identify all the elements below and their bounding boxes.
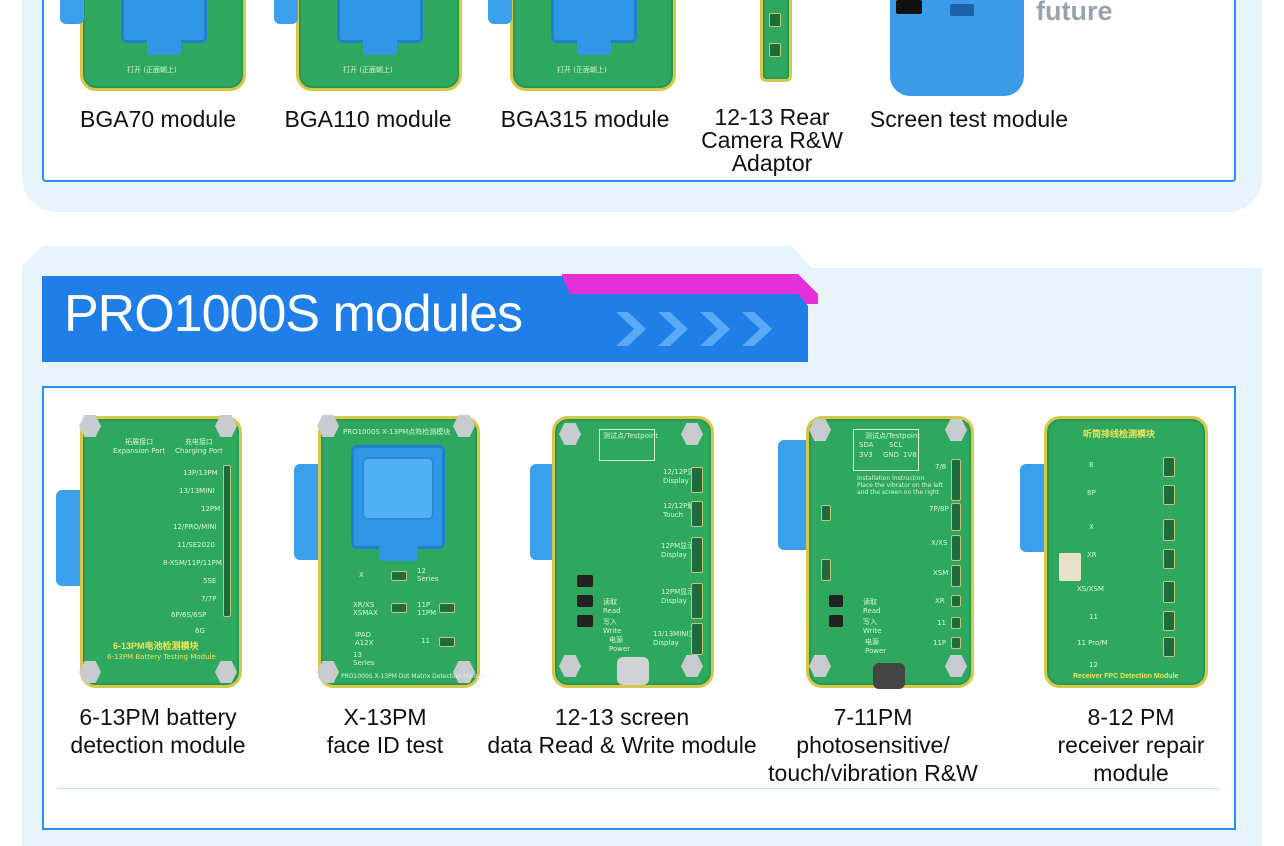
- module-caption: BGA110 module: [284, 106, 452, 132]
- board-label: 11 Pro/M: [1077, 639, 1108, 647]
- board-label: 12/PRO/MINI: [173, 523, 217, 531]
- board-label: SDA: [859, 441, 874, 449]
- module-caption: 8-12 PM receiver repair module: [1057, 704, 1205, 786]
- module-caption: 7-11PM photosensitive/ touch/vibration R…: [768, 704, 978, 786]
- board-label: 充电接口 Charging Port: [175, 438, 223, 455]
- board-label: GND: [883, 451, 900, 459]
- board-label: 3V3: [859, 451, 873, 459]
- board-label: 写入 Write: [863, 618, 882, 635]
- face-id-board: PRO1000S X-13PM点阵检测模块 X 12 Series XR/XS …: [317, 415, 485, 688]
- board-label: 7/8: [935, 463, 947, 471]
- board-label: 13P/13PM: [183, 469, 218, 477]
- board-title: 6-13PM电池检测模块: [113, 641, 199, 651]
- board-label: 12PM显示 Display: [661, 588, 695, 605]
- receiver-fpc-board: 听筒排线检测模块 8 8P X XR XS/XSM 11 11 Pro/M 12…: [1044, 416, 1208, 688]
- board-label: 12PM: [201, 505, 221, 513]
- board-label: 5SE: [203, 577, 217, 585]
- socket: [551, 0, 637, 55]
- module-caption: BGA70 module: [80, 106, 236, 132]
- board-label: 7/7P: [201, 595, 217, 603]
- usb-c-port: [617, 657, 649, 685]
- board-label: 11: [421, 637, 430, 645]
- socket: [351, 445, 445, 561]
- battery-detection-board: 拓展接口 Expansion Port 充电接口 Charging Port 1…: [79, 415, 242, 688]
- board-label: 8-XSM/11P/11PM: [163, 559, 222, 567]
- module-caption: X-13PM face ID test: [326, 704, 444, 758]
- board-label: Installation Instruction Place the vibra…: [857, 475, 944, 496]
- screen-data-rw-board: 测试点/Testpoint 12/12P显示 Display 12/12P触摸 …: [552, 416, 714, 688]
- board-label: 电源 Power: [609, 636, 631, 653]
- board-label: X: [359, 571, 364, 579]
- board-label: 13/13MINI显示 Display: [653, 630, 703, 647]
- board-label: 11/SE2020: [177, 541, 215, 549]
- board-label: X/XS: [931, 539, 948, 547]
- board-label: 拓展接口 Expansion Port: [113, 438, 166, 455]
- socket: [121, 0, 207, 55]
- board-label: 写入 Write: [603, 618, 622, 635]
- board-label: 13 Series: [353, 651, 375, 667]
- socket: [337, 0, 423, 55]
- module-caption: 6-13PM battery detection module: [70, 704, 246, 758]
- board-label: XR/XS XSMAX: [353, 601, 378, 617]
- board-label: IPAD A12X: [355, 631, 374, 647]
- board-label: 11: [937, 619, 946, 627]
- board-label: 8: [1089, 461, 1094, 469]
- board-label: XS/XSM: [1077, 585, 1104, 593]
- board-footer: PRO1000S X-13PM Dot Matrix Detection Mod…: [341, 673, 486, 680]
- board-label: 11P: [933, 639, 947, 647]
- board-label: 13/13MINI: [179, 487, 215, 495]
- future-text: future: [1036, 0, 1113, 26]
- section-header-banner: PRO1000S modules: [42, 274, 818, 362]
- screen-test-module-image: [890, 0, 1024, 96]
- board-label: XSM: [933, 569, 949, 577]
- board-label: 读取 Read: [603, 598, 621, 615]
- board-label: 11: [1089, 613, 1098, 621]
- module-caption: 12-13 screen data Read & Write module: [487, 704, 757, 758]
- board-label: 7P/8P: [929, 505, 949, 513]
- photosensitive-board: 测试点/Testpoint SDA SCL 3V3 GND 1V8 Instal…: [806, 416, 974, 689]
- board-label: 1V8: [903, 451, 917, 459]
- board-label: 12PM显示 Display: [661, 542, 695, 559]
- board-label: 电源 Power: [865, 638, 887, 655]
- board-label: 11P 11PM: [417, 601, 437, 617]
- board-label: 读取 Read: [863, 598, 881, 615]
- board-footer: Receiver FPC Detection Module: [1073, 673, 1179, 680]
- board-label: 测试点/Testpoint: [603, 432, 658, 440]
- board-label: SCL: [889, 441, 903, 449]
- board-label: 12 Series: [417, 567, 439, 583]
- bga315-module-image: 打开 (正面朝上): [510, 0, 676, 91]
- board-title: 听筒排线检测模块: [1083, 429, 1156, 439]
- board-label: 12: [1089, 661, 1098, 669]
- board-label: XR: [935, 597, 945, 605]
- module-caption: 12-13 Rear Camera R&W Adaptor: [701, 104, 843, 176]
- board-label: 6G: [195, 627, 205, 635]
- rear-camera-adaptor-image: [760, 0, 792, 82]
- module-caption: BGA315 module: [500, 106, 670, 132]
- module-caption: Screen test module: [869, 106, 1069, 132]
- board-title: PRO1000S X-13PM点阵检测模块: [343, 428, 451, 436]
- bga110-module-image: 打开 (正面朝上): [296, 0, 462, 91]
- board-label: X: [1089, 523, 1094, 531]
- board-label: 12/12P触摸 Touch: [663, 502, 702, 519]
- board-label: 12/12P显示 Display: [663, 468, 702, 485]
- bga70-module-image: 打开 (正面朝上): [80, 0, 246, 91]
- usb-c-port: [873, 663, 905, 689]
- board-label: 8P: [1087, 489, 1096, 497]
- board-label: 6P/6S/6SP: [171, 611, 207, 619]
- board-subtitle: 6-13PM Battery Testing Module: [107, 653, 216, 661]
- board-label: 测试点/Testpoint: [865, 432, 920, 440]
- board-label: XR: [1087, 551, 1097, 559]
- section-title: PRO1000S modules: [64, 285, 523, 343]
